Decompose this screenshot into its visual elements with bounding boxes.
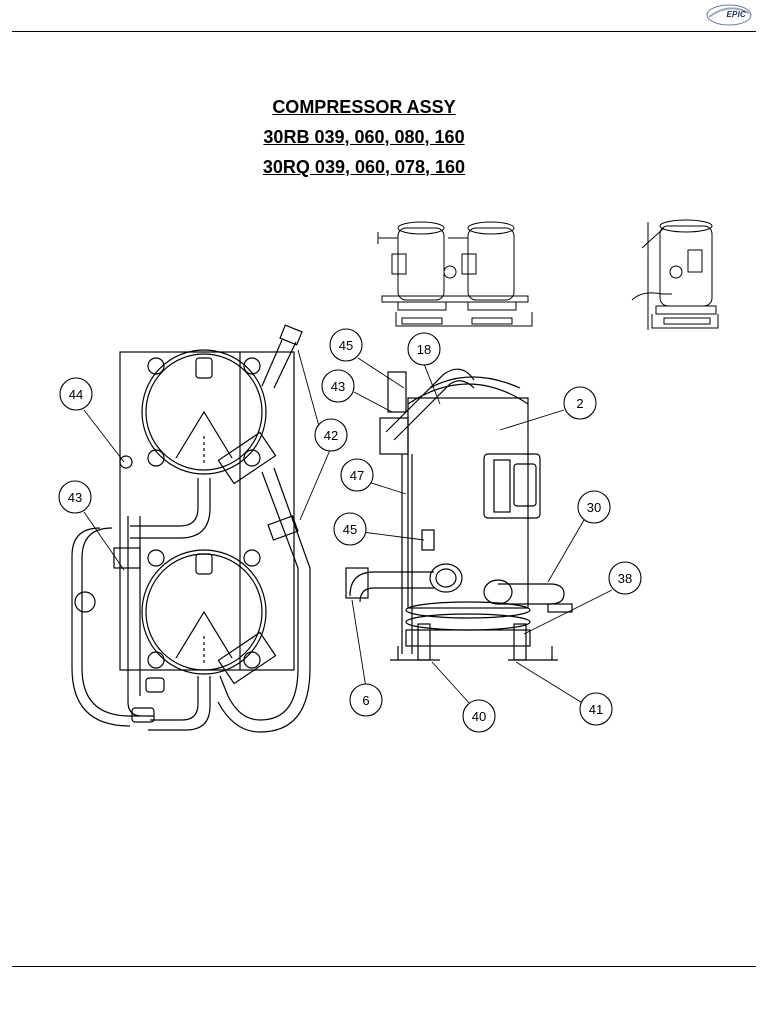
epic-logo-icon xyxy=(706,4,752,26)
callout-balloons xyxy=(58,328,642,733)
callout-44 xyxy=(59,377,93,411)
callout-label: 43 xyxy=(331,379,345,394)
callout-41 xyxy=(579,692,613,726)
callout-label: 41 xyxy=(589,702,603,717)
callout-38 xyxy=(608,561,642,595)
callout-label: 43 xyxy=(68,490,82,505)
callout-47 xyxy=(340,458,374,492)
callout-labels: 45 18 2 43 42 44 47 43 30 45 38 6 40 41 xyxy=(68,338,632,724)
title-block: COMPRESSOR ASSY 30RB 039, 060, 080, 160 … xyxy=(0,92,728,182)
footer-rule xyxy=(12,966,756,967)
callout-label: 2 xyxy=(576,396,583,411)
callout-43-right xyxy=(321,369,355,403)
callout-45-mid xyxy=(333,512,367,546)
callout-label: 44 xyxy=(69,387,83,402)
callout-6 xyxy=(349,683,383,717)
callout-43-left xyxy=(58,480,92,514)
callout-label: 38 xyxy=(618,571,632,586)
callout-2 xyxy=(563,386,597,420)
callout-label: 45 xyxy=(343,522,357,537)
model-list-30rq: 30RQ 039, 060, 078, 160 xyxy=(262,157,466,177)
header-rule xyxy=(12,31,756,32)
callout-label: 45 xyxy=(339,338,353,353)
callout-40 xyxy=(462,699,496,733)
callout-42 xyxy=(314,418,348,452)
callout-label: 42 xyxy=(324,428,338,443)
side-view-drawing xyxy=(345,368,573,661)
callout-label: 40 xyxy=(472,709,486,724)
callout-label: 6 xyxy=(362,693,369,708)
callout-label: 30 xyxy=(587,500,601,515)
logo-text: EPIC xyxy=(726,10,746,19)
callout-18 xyxy=(407,332,441,366)
thumbnail-dual-compressor xyxy=(377,221,533,327)
callout-label: 47 xyxy=(350,468,364,483)
page-title: COMPRESSOR ASSY xyxy=(272,97,456,117)
callout-30 xyxy=(577,490,611,524)
top-view-drawing xyxy=(71,324,311,733)
callout-label: 18 xyxy=(417,342,431,357)
thumbnail-side-compressor xyxy=(631,219,719,330)
leader-lines xyxy=(83,349,613,705)
model-list-30rb: 30RB 039, 060, 080, 160 xyxy=(263,127,465,147)
callout-45-top xyxy=(329,328,363,362)
